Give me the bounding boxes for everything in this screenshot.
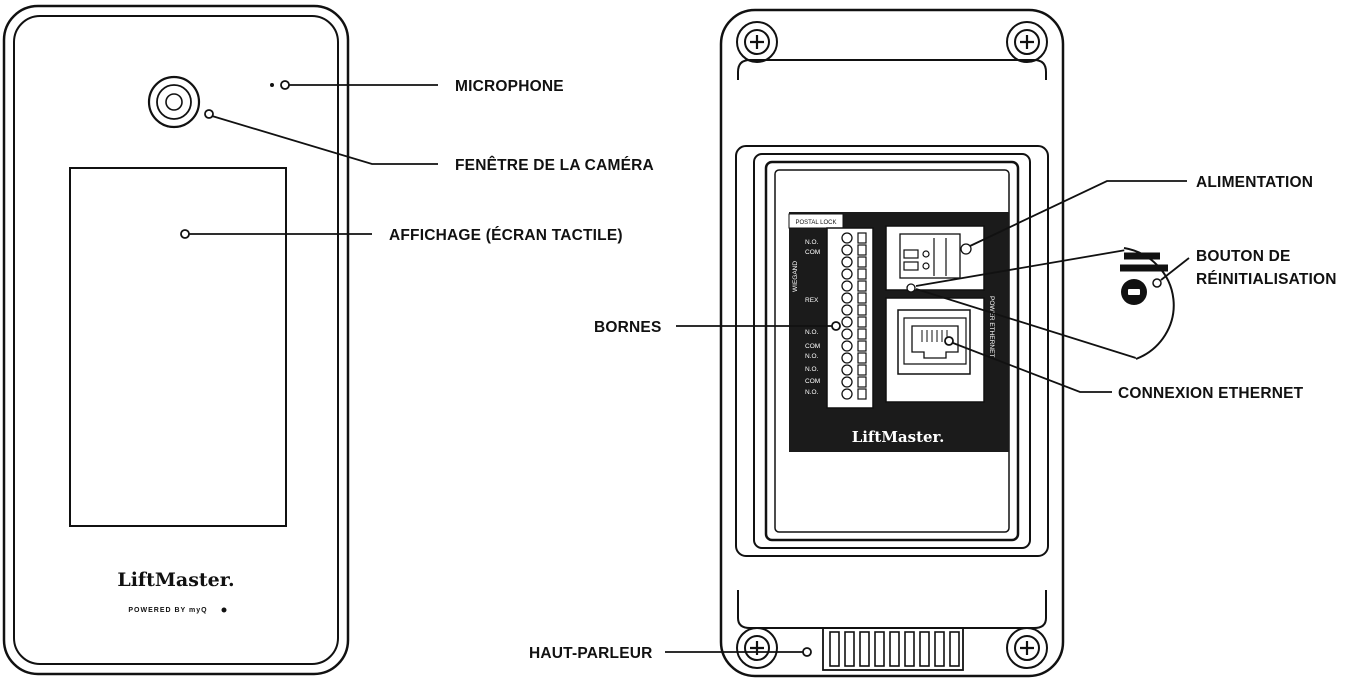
front-device: LiftMaster. POWERED BY myQ: [2, 4, 350, 676]
power-led-icon: [960, 243, 972, 255]
back-device: POSTAL LOCK N.O. COM REX N.O. COM N.O. N…: [719, 8, 1065, 678]
callout-display: AFFICHAGE (ÉCRAN TACTILE): [389, 227, 623, 244]
terminal-label: COM: [805, 378, 820, 385]
back-housing-outer: [735, 145, 1049, 557]
power-connector-pins: [903, 238, 947, 276]
front-powered-by: POWERED BY myQ: [128, 607, 207, 614]
callout-power: ALIMENTATION: [1196, 174, 1313, 191]
leader-dot-microphone: [280, 80, 290, 90]
terminal-label: N.O.: [805, 239, 819, 246]
leader-dot-display: [180, 229, 190, 239]
leader-lines: [180, 80, 1190, 657]
terminal-label: N.O.: [805, 329, 819, 336]
terminal-label-tab: [788, 213, 844, 229]
microphone-hole-icon: [270, 83, 274, 87]
terminal-label: N.O.: [805, 366, 819, 373]
reset-zoom-inset: [915, 247, 1175, 360]
back-housing-frame: [753, 153, 1031, 549]
back-brand-logo: LiftMaster.: [852, 428, 945, 446]
leader-dot-terminals: [831, 321, 841, 331]
myq-dot-icon: [221, 607, 227, 613]
screw-top-right-icon: [1006, 21, 1048, 63]
callout-reset-line2: RÉINITIALISATION: [1196, 271, 1337, 288]
front-outer-shell: [2, 4, 350, 676]
terminal-label-postal-lock: POSTAL LOCK: [795, 220, 836, 226]
back-lower-rib: [737, 590, 1047, 629]
touch-screen: [69, 167, 287, 527]
leader-camera: [211, 115, 438, 165]
power-connector: [899, 233, 961, 279]
terminal-group-label: WIEGAND: [792, 261, 799, 292]
speaker-grille-icon: [822, 627, 964, 671]
leader-dot-camera: [204, 109, 214, 119]
terminal-label: COM: [805, 343, 820, 350]
leader-dot-speaker: [802, 647, 812, 657]
screw-top-left-icon: [736, 21, 778, 63]
back-outer-shell: [719, 8, 1065, 678]
leader-power: [969, 180, 1187, 247]
back-upper-rib: [737, 59, 1047, 80]
leader-ethernet: [952, 342, 1112, 393]
screw-bottom-left-icon: [736, 627, 778, 669]
zoom-ray-top: [915, 249, 1127, 287]
terminal-label: COM: [805, 249, 820, 256]
reset-zoom-callout-dot: [1152, 278, 1162, 288]
leader-dot-ethernet: [944, 336, 954, 346]
callout-camera-window: FENÊTRE DE LA CAMÉRA: [455, 156, 654, 174]
leader-reset: [1160, 257, 1190, 281]
callout-ethernet: CONNEXION ETHERNET: [1118, 385, 1304, 402]
zoom-bars-icon: [1120, 252, 1168, 272]
front-inner-shell: [13, 15, 339, 665]
callout-speaker: HAUT-PARLEUR: [529, 645, 653, 662]
terminal-screws: [841, 232, 853, 400]
callout-reset-line1: BOUTON DE: [1196, 248, 1291, 265]
ethernet-port-icon: [903, 317, 967, 365]
callout-microphone: MICROPHONE: [455, 78, 564, 95]
terminal-slots: [857, 232, 867, 400]
callout-terminals: BORNES: [594, 319, 662, 336]
terminal-label: N.O.: [805, 353, 819, 360]
camera-icon: [147, 75, 201, 129]
back-housing-inner: [764, 160, 1020, 542]
terminal-label: REX: [805, 297, 819, 304]
front-brand-logo: LiftMaster.: [117, 569, 234, 591]
reset-button: [906, 283, 916, 293]
side-label: POWER ETHERNET: [988, 296, 995, 357]
screw-bottom-right-icon: [1006, 627, 1048, 669]
zoom-ray-bottom: [915, 288, 1137, 359]
terminal-label: N.O.: [805, 389, 819, 396]
